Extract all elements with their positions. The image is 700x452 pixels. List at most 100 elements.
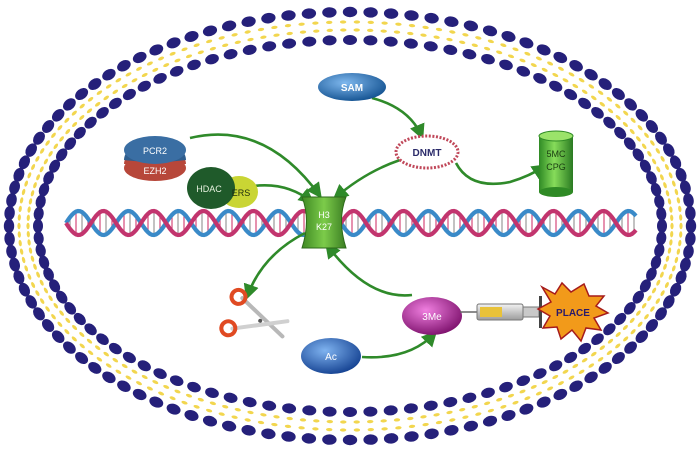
membrane-head [205,387,219,398]
membrane-head [6,193,17,208]
syringe-icon [460,296,542,328]
dna-double-helix [64,208,638,238]
membrane-tail [588,84,595,89]
membrane-tail [286,416,293,421]
membrane-head [635,330,649,344]
membrane-tail [519,389,526,394]
membrane-head [635,108,649,122]
membrane-tail [53,302,59,309]
membrane-head [662,143,675,157]
membrane-tail [39,166,44,173]
membrane-head [261,12,276,24]
membrane-head [632,148,645,162]
membrane-tail [435,420,443,425]
membrane-head [656,231,667,246]
membrane-tail [18,205,22,213]
membrane-tail [260,35,267,39]
membrane-head [41,319,55,332]
membrane-tail [483,401,491,406]
membrane-tail [568,375,575,380]
membrane-tail [641,143,647,150]
membrane-head [49,279,61,293]
membrane-head [73,126,86,140]
membrane-tail [637,125,643,131]
membrane-head [166,403,181,415]
membrane-tail [299,30,307,34]
membrane-head [187,381,201,393]
membrane-head [516,375,531,387]
membrane-tail [664,164,669,170]
membrane-tail [381,21,388,25]
membrane-head [18,282,31,297]
membrane-tail [271,422,278,427]
ezh2-label: EZH2 [143,166,166,176]
membrane-tail [644,132,649,138]
membrane-tail [670,231,674,238]
membrane-tail [665,190,670,197]
membrane-tail [339,428,347,432]
membrane-tail [231,415,238,419]
membrane-tail [433,35,440,39]
membrane-head [6,244,17,259]
hdac-ers-complex: HDAC ERS [187,167,258,209]
membrane-head [88,361,102,374]
membrane-tail [471,43,478,48]
membrane-head [187,59,201,71]
membrane-tail [395,22,402,26]
membrane-tail [218,36,225,40]
membrane-tail [96,357,103,362]
membrane-tail [663,182,667,189]
membrane-head [342,6,358,18]
membrane-tail [72,121,78,128]
membrane-head [462,49,477,60]
membrane-tail [381,427,388,431]
membrane-head [3,218,15,234]
membrane-head [55,290,68,304]
membrane-tail [273,415,280,419]
dna-strand-a [64,208,638,238]
membrane-tail [298,426,305,430]
membrane-tail [535,56,542,61]
membrane-head [501,410,516,421]
membrane-head [424,428,439,440]
membrane-tail [158,56,165,61]
membrane-head [481,387,495,398]
membrane-tail [568,72,575,77]
membrane-tail [395,426,402,430]
membrane-head [137,360,151,372]
membrane-head [482,415,498,427]
membrane-tail [630,329,636,335]
membrane-head [683,244,694,259]
membrane-tail [48,150,53,157]
membrane-tail [572,363,579,369]
membrane-tail [599,101,606,107]
membrane-tail [79,103,85,109]
membrane-head [9,180,20,195]
membrane-head [383,405,398,416]
membrane-head [536,44,551,56]
membrane-head [463,20,479,32]
arrow-3me-to-h3k27 [325,242,413,297]
membrane-head [9,257,20,272]
membrane-tail [27,239,31,246]
membrane-tail [17,231,21,238]
membrane-tail [112,358,119,363]
cpg-label: CPG [546,162,566,172]
membrane-head [13,167,25,182]
membrane-head [153,368,167,379]
membrane-head [655,131,667,145]
membrane-tail [475,36,482,40]
membrane-tail [64,329,70,335]
membrane-tail [446,37,453,42]
arrow-pcr2-to-h3k27 [189,133,322,199]
membrane-tail [408,23,416,28]
membrane-head [598,78,612,91]
membrane-tail [79,332,85,337]
membrane-head [84,116,97,129]
membrane-tail [28,198,33,205]
membrane-head [13,270,25,285]
membrane-tail [655,148,660,154]
membrane-tail [572,83,579,89]
membrane-tail [312,21,319,25]
